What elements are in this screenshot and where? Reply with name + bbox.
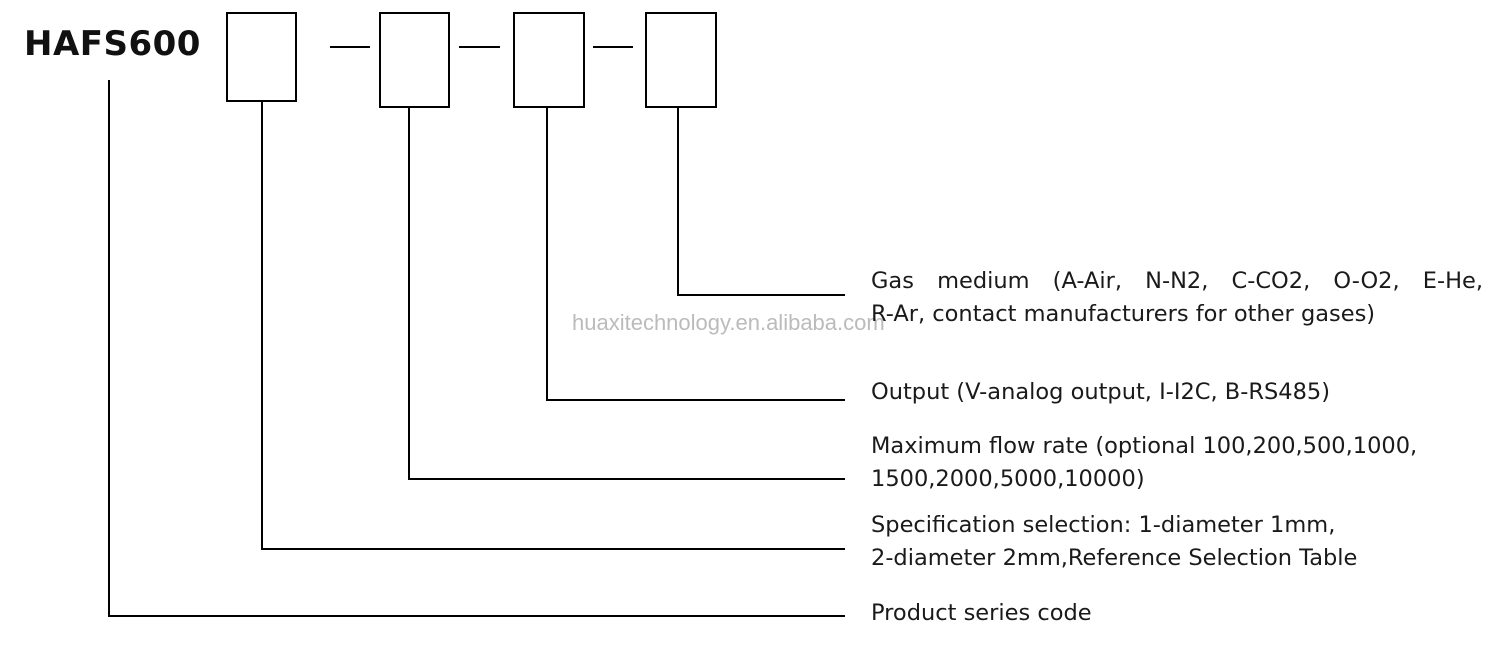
slot-box-gas-medium	[645, 12, 717, 108]
description-max-flow: Maximum flow rate (optional 100,200,500,…	[871, 430, 1417, 496]
description-gas-medium-line2: R-Ar, contact manufacturers for other ga…	[871, 301, 1376, 327]
slot-box-specification	[226, 12, 297, 102]
description-gas-medium: Gas medium (A-Air, N-N2, C-CO2, O-O2, E-…	[871, 265, 1483, 331]
leader-line-product-series	[108, 80, 845, 617]
description-specification: Specification selection: 1-diameter 1mm,…	[871, 509, 1357, 575]
leader-line-max-flow	[408, 108, 845, 480]
description-product-series-line1: Product series code	[871, 600, 1092, 626]
description-max-flow-line2: 1500,2000,5000,10000)	[871, 466, 1145, 492]
leader-line-output	[546, 108, 845, 401]
leader-line-specification	[261, 101, 845, 550]
model-code-title: HAFS600	[24, 24, 201, 64]
slot-box-output	[513, 12, 585, 108]
description-specification-line1: Specification selection: 1-diameter 1mm,	[871, 512, 1336, 538]
description-max-flow-line1: Maximum flow rate (optional 100,200,500,…	[871, 433, 1418, 459]
description-gas-medium-line1: Gas medium (A-Air, N-N2, C-CO2, O-O2, E-…	[871, 268, 1483, 294]
description-specification-line2: 2-diameter 2mm,Reference Selection Table	[871, 545, 1358, 571]
slot-box-max-flow	[379, 12, 450, 108]
description-output-line1: Output (V-analog output, I-I2C, B-RS485)	[871, 379, 1330, 405]
description-product-series: Product series code	[871, 597, 1092, 630]
watermark: huaxitechnology.en.alibaba.com	[572, 310, 885, 335]
leader-line-gas-medium	[677, 108, 845, 296]
description-output: Output (V-analog output, I-I2C, B-RS485)	[871, 376, 1330, 409]
